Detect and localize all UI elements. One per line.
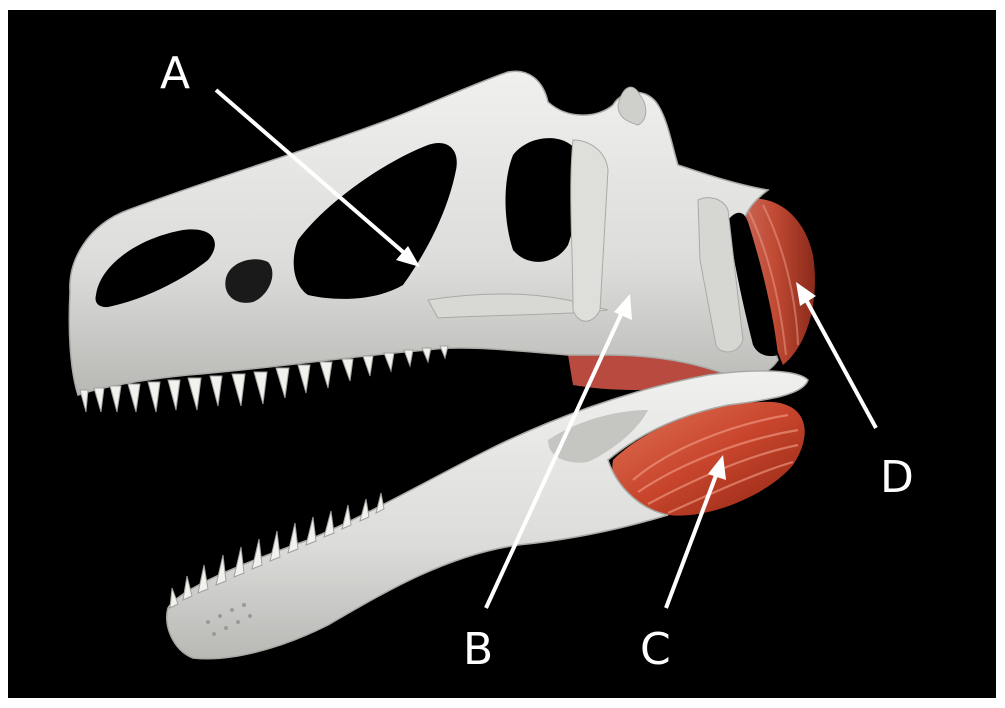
theropod-skull-icon (8, 10, 996, 698)
upper-skull (69, 71, 778, 395)
arrow-d (804, 296, 876, 428)
label-d: D (880, 456, 914, 500)
label-c: C (640, 628, 671, 672)
label-a: A (160, 52, 190, 96)
label-b: B (463, 628, 493, 672)
figure-panel: A B C D (8, 10, 996, 698)
